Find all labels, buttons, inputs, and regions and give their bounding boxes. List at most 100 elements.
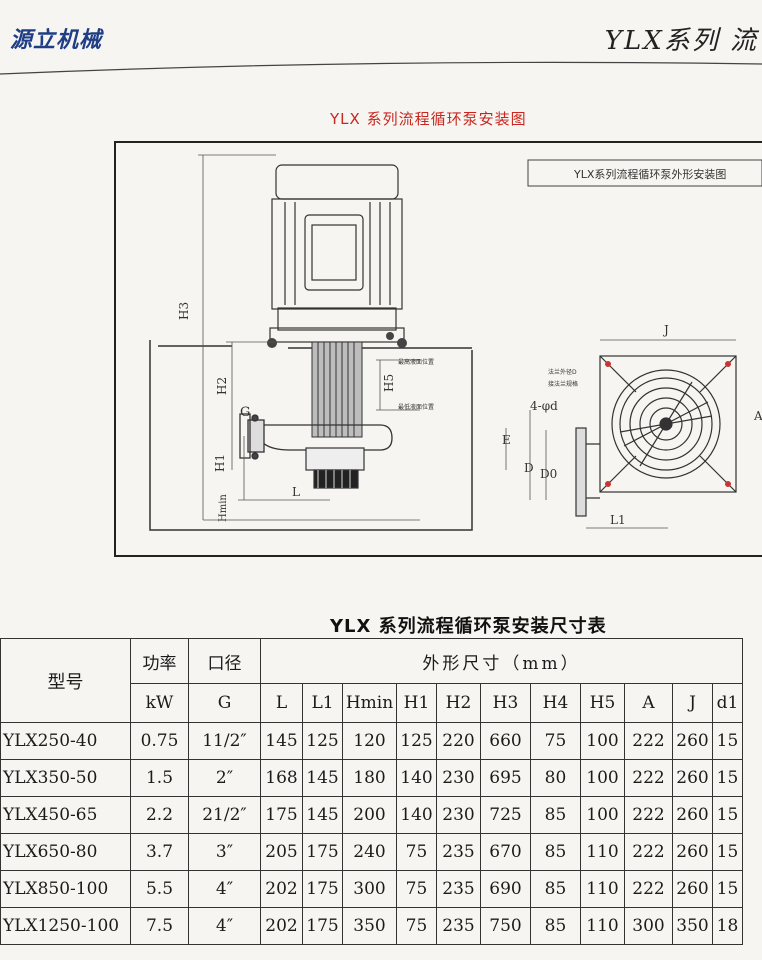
cell-dim: 175 xyxy=(302,907,343,945)
cell-power: 0.75 xyxy=(130,722,189,760)
cell-dim: 15 xyxy=(712,796,743,834)
cell-dim: 222 xyxy=(624,759,673,797)
dim-label-h2: H2 xyxy=(215,377,229,395)
cell-dim: 100 xyxy=(580,796,625,834)
dim-label-a: A xyxy=(753,409,762,423)
pump-casing xyxy=(305,447,365,489)
cell-model: YLX850-100 xyxy=(0,870,131,908)
cell-dim: 125 xyxy=(302,722,343,760)
cell-dim: 350 xyxy=(672,907,713,945)
cell-dim: 15 xyxy=(712,722,743,760)
cell-dim: 145 xyxy=(302,759,343,797)
cell-dim: 110 xyxy=(580,870,625,908)
cell-dim: 80 xyxy=(530,759,581,797)
cell-dim: 260 xyxy=(672,870,713,908)
flange-note-2: 接法兰规格 xyxy=(548,380,578,388)
cell-dim: 300 xyxy=(342,870,397,908)
cell-dim: 260 xyxy=(672,833,713,871)
plan-bolts xyxy=(605,361,731,487)
header-col: Hmin xyxy=(342,683,397,723)
drawing-title: YLX 系列流程循环泵安装图 xyxy=(330,110,527,128)
dim-label-h3: H3 xyxy=(177,302,191,320)
cell-dim: 230 xyxy=(436,796,481,834)
dim-label-holes: 4-φd xyxy=(530,399,558,413)
cell-power: 5.5 xyxy=(130,870,189,908)
cell-dim: 205 xyxy=(260,833,303,871)
cell-model: YLX350-50 xyxy=(0,759,131,797)
header-power: 功率 xyxy=(130,638,189,684)
cell-dim: 222 xyxy=(624,722,673,760)
cell-dim: 15 xyxy=(712,833,743,871)
cell-model: YLX1250-100 xyxy=(0,907,131,945)
dimension-lines xyxy=(198,154,420,521)
dim-label-e: E xyxy=(502,433,511,447)
cell-dim: 202 xyxy=(260,870,303,908)
cell-dim: 120 xyxy=(342,722,397,760)
header-col: H2 xyxy=(436,683,481,723)
cell-dim: 75 xyxy=(530,722,581,760)
cell-dim: 140 xyxy=(396,796,437,834)
header-bore: 口径 xyxy=(188,638,261,684)
cell-dim: 260 xyxy=(672,759,713,797)
cell-bore: 2″ xyxy=(188,759,261,797)
cell-bore: 4″ xyxy=(188,870,261,908)
dim-label-l1: L1 xyxy=(610,513,626,527)
cell-dim: 200 xyxy=(342,796,397,834)
dim-label-h1: H1 xyxy=(213,454,227,472)
cell-dim: 202 xyxy=(260,907,303,945)
header-rule xyxy=(0,61,762,75)
cell-dim: 110 xyxy=(580,907,625,945)
cell-dim: 725 xyxy=(480,796,531,834)
spec-table: 型号 功率 口径 外形尺寸（mm） kW G L L1 Hmin H1 H2 H… xyxy=(0,638,743,945)
cell-model: YLX650-80 xyxy=(0,833,131,871)
cell-power: 1.5 xyxy=(130,759,189,797)
table-title: YLX 系列流程循环泵安装尺寸表 xyxy=(330,616,607,637)
cell-bore: 21/2″ xyxy=(188,796,261,834)
header-col: J xyxy=(672,683,713,723)
cell-dim: 222 xyxy=(624,796,673,834)
header-bore-unit: G xyxy=(188,683,261,723)
cell-dim: 175 xyxy=(302,833,343,871)
dim-label-d0: D0 xyxy=(540,467,557,481)
min-level-note: 最低液面位置 xyxy=(398,403,434,411)
header-col: H4 xyxy=(530,683,581,723)
cell-dim: 125 xyxy=(396,722,437,760)
cell-dim: 235 xyxy=(436,907,481,945)
max-level-note: 最高液面位置 xyxy=(398,358,434,366)
header-row-1: 型号 功率 口径 外形尺寸（mm） xyxy=(0,638,743,723)
cell-dim: 240 xyxy=(342,833,397,871)
cell-dim: 168 xyxy=(260,759,303,797)
header-power-unit: kW xyxy=(130,683,189,723)
cell-dim: 695 xyxy=(480,759,531,797)
cell-dim: 85 xyxy=(530,796,581,834)
header-col: H5 xyxy=(580,683,625,723)
cell-dim: 110 xyxy=(580,833,625,871)
cell-dim: 222 xyxy=(624,833,673,871)
cell-dim: 15 xyxy=(712,870,743,908)
plan-view xyxy=(575,355,737,517)
cell-dim: 180 xyxy=(342,759,397,797)
dim-label-h5: H5 xyxy=(382,374,396,392)
discharge-pipe xyxy=(239,413,393,460)
cell-dim: 75 xyxy=(396,870,437,908)
cell-bore: 11/2″ xyxy=(188,722,261,760)
cell-bore: 4″ xyxy=(188,907,261,945)
cell-dim: 235 xyxy=(436,833,481,871)
brand-logo: 源立机械 xyxy=(10,28,103,53)
installation-drawing: YLX系列流程循环泵外形安装图 xyxy=(149,154,762,531)
cell-dim: 235 xyxy=(436,870,481,908)
header-col: L xyxy=(260,683,303,723)
cell-bore: 3″ xyxy=(188,833,261,871)
flange-note-1: 法兰外径D xyxy=(548,368,577,376)
cell-dim: 85 xyxy=(530,870,581,908)
dim-label-hmin: Hmin xyxy=(218,494,229,522)
cell-dim: 750 xyxy=(480,907,531,945)
dim-label-j: J xyxy=(662,323,669,337)
cell-dim: 230 xyxy=(436,759,481,797)
cell-dim: 690 xyxy=(480,870,531,908)
